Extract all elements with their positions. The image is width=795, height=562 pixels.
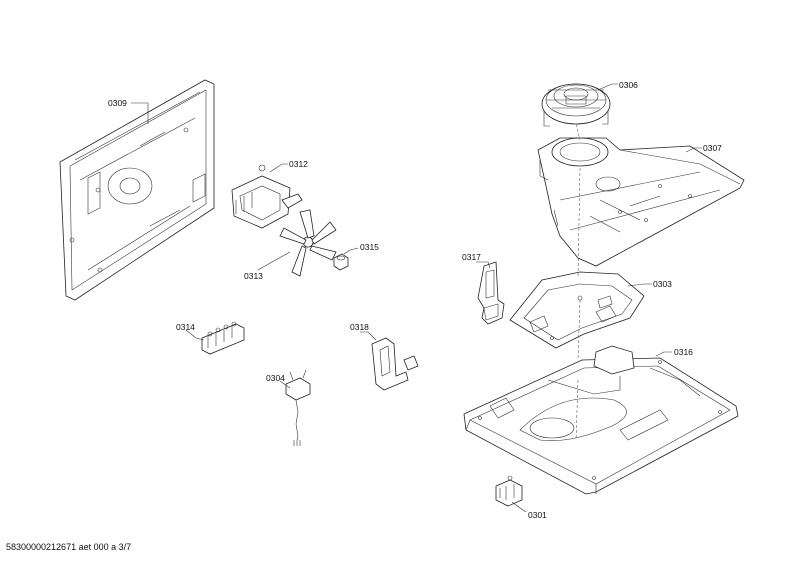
- callout-0309: 0309: [108, 98, 127, 108]
- footer-document-id: 58300000212671 aet 000 a 3/7: [6, 542, 132, 552]
- part-0315-nut: [333, 253, 349, 271]
- part-0309-back-panel: [59, 79, 215, 301]
- part-0314-terminal-block: [201, 321, 245, 355]
- callout-0307: 0307: [703, 143, 722, 153]
- part-0316-base-tray: [463, 345, 739, 495]
- callout-0313: 0313: [244, 271, 263, 281]
- callout-0318: 0318: [350, 322, 369, 332]
- callout-0315: 0315: [360, 242, 379, 252]
- part-0313-fan-wheel: [279, 209, 337, 277]
- part-0301-switch: [495, 475, 523, 507]
- callout-0301: 0301: [528, 510, 547, 520]
- part-0318-bracket: [371, 337, 419, 391]
- callout-0316: 0316: [674, 347, 693, 357]
- callout-0312: 0312: [289, 159, 308, 169]
- part-0317-bracket: [477, 261, 505, 325]
- part-0304-power-cord: [285, 369, 311, 446]
- callout-0304: 0304: [266, 373, 285, 383]
- part-0306-fan-cover: [541, 83, 611, 127]
- part-0312-fan-motor: [231, 164, 303, 229]
- callout-0314: 0314: [176, 322, 195, 332]
- callout-0306: 0306: [619, 80, 638, 90]
- part-0307-fan-housing: [537, 137, 745, 267]
- part-0303-cover-plate: [509, 271, 645, 349]
- callout-0303: 0303: [653, 279, 672, 289]
- assembly-axis: [575, 123, 581, 441]
- callout-0317: 0317: [462, 252, 481, 262]
